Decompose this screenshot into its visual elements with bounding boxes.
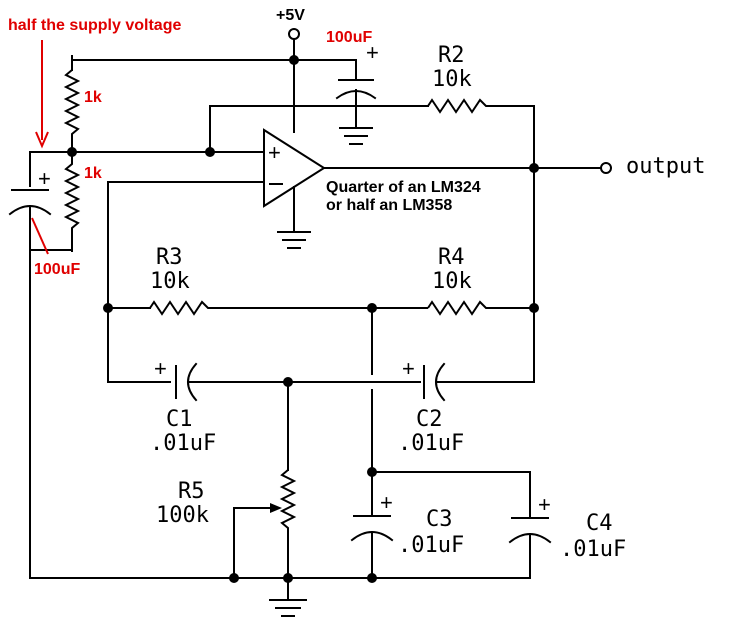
c1-plus: + bbox=[154, 356, 167, 381]
c3-plus: + bbox=[380, 490, 393, 515]
opamp-label-line2: or half an LM358 bbox=[326, 197, 452, 214]
bias-cap-plus: + bbox=[38, 166, 51, 191]
ground-symbol bbox=[269, 577, 307, 617]
inverting-wire bbox=[107, 181, 263, 383]
c1-name: C1 bbox=[166, 407, 193, 432]
r2-name: R2 bbox=[438, 43, 465, 68]
resistor-r4 bbox=[427, 300, 534, 316]
output-label: output bbox=[626, 154, 705, 179]
decoupling-cap-value: 100uF bbox=[326, 29, 372, 46]
c2-name: C2 bbox=[416, 407, 443, 432]
capacitor-c3 bbox=[350, 515, 394, 579]
c4-value: .01uF bbox=[560, 537, 626, 562]
c2-plus: + bbox=[402, 356, 415, 381]
annotation-text: half the supply voltage bbox=[8, 17, 181, 34]
feedback-wire bbox=[209, 105, 429, 153]
c3-name: C3 bbox=[426, 507, 453, 532]
r5-wiper-wire bbox=[233, 507, 277, 579]
c2-value: .01uF bbox=[398, 431, 464, 456]
op-amp: + bbox=[263, 128, 326, 249]
r3-name: R3 bbox=[156, 245, 183, 270]
potentiometer-r5 bbox=[279, 469, 297, 578]
r4-name: R4 bbox=[438, 245, 465, 270]
junction-dots bbox=[67, 55, 539, 583]
capacitor-c4 bbox=[508, 517, 552, 579]
r5-value: 100k bbox=[156, 503, 209, 528]
divider-resistor-top bbox=[63, 69, 81, 152]
r5-name: R5 bbox=[178, 479, 205, 504]
noninverting-sign: + bbox=[268, 140, 281, 165]
capacitor-c2 bbox=[423, 362, 535, 402]
c3-value: .01uF bbox=[398, 533, 464, 558]
r2-value: 10k bbox=[432, 67, 472, 92]
capacitor-c1 bbox=[175, 362, 421, 402]
opamp-label-line1: Quarter of an LM324 bbox=[326, 179, 481, 196]
annotation-arrow bbox=[35, 40, 49, 149]
r3-value: 10k bbox=[150, 269, 190, 294]
r5-wiper-arrow bbox=[270, 503, 282, 513]
supply-terminal bbox=[288, 28, 300, 40]
c4-plus: + bbox=[538, 492, 551, 517]
divider-top-value: 1k bbox=[84, 89, 102, 106]
c4-name: C4 bbox=[586, 511, 613, 536]
top-rail-wire bbox=[71, 55, 295, 61]
bias-cap-wire bbox=[29, 151, 73, 187]
c4-wire bbox=[371, 471, 531, 517]
bias-capacitor bbox=[8, 189, 52, 579]
r4-value: 10k bbox=[432, 269, 472, 294]
bias-cap-value: 100uF bbox=[34, 261, 80, 278]
c1-value: .01uF bbox=[150, 431, 216, 456]
resistor-r2 bbox=[427, 98, 535, 382]
decoupling-cap-plus: + bbox=[366, 40, 379, 65]
resistor-r3 bbox=[149, 300, 428, 316]
bias-cap-pointer bbox=[31, 217, 49, 255]
supply-label: +5V bbox=[276, 7, 305, 24]
output-terminal[interactable] bbox=[600, 162, 612, 174]
divider-resistor-bottom bbox=[63, 154, 81, 252]
decoupling-capacitor bbox=[335, 59, 377, 145]
divider-bottom-value: 1k bbox=[84, 165, 102, 182]
